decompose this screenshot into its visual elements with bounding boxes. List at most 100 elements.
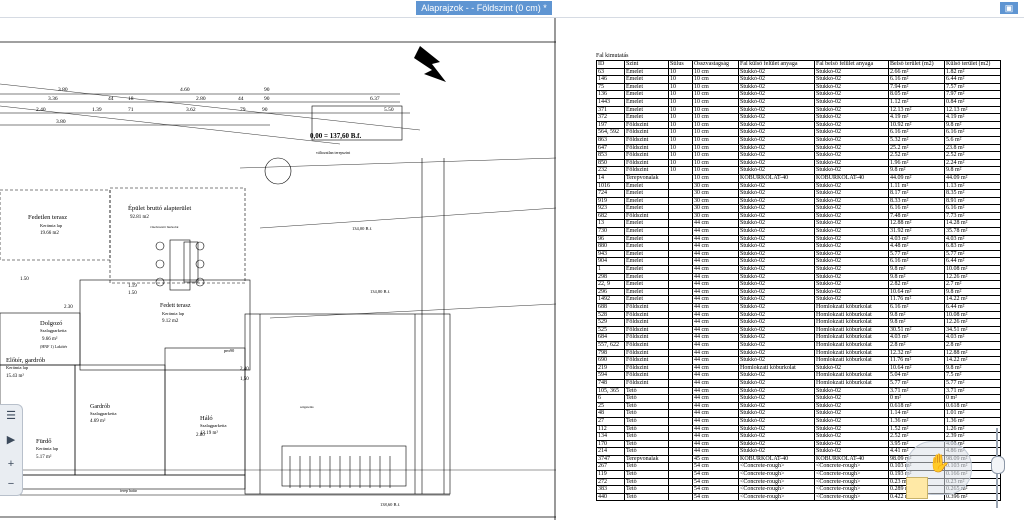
table-cell: 10 cm — [692, 82, 739, 92]
dim-label: 79 — [240, 107, 246, 113]
table-cell: 10 — [668, 158, 693, 168]
zoom-slider[interactable] — [988, 420, 1006, 514]
table-cell: Stukkó-02 — [814, 120, 889, 130]
steering-wheel[interactable]: ✋ — [906, 441, 974, 499]
dim-label: 2.80 — [196, 96, 206, 102]
table-cell: Emelet — [624, 219, 669, 229]
table-cell: 146 — [596, 75, 625, 84]
table-cell: 10 — [668, 151, 693, 160]
table-cell: 10 cm — [692, 151, 739, 160]
plan-label: (HNF 1) Lakótér — [40, 344, 68, 349]
table-cell: 112 — [596, 424, 625, 434]
table-cell: Stukkó-02 — [814, 189, 889, 198]
table-cell: Tető — [624, 477, 669, 487]
table-cell: <Concrete-rough> — [738, 492, 815, 502]
table-cell: Homlokzati kőburkolat — [814, 303, 889, 312]
table-cell: Stukkó-02 — [738, 447, 815, 456]
table-cell: Emelet — [624, 82, 669, 92]
table-cell: Tető — [624, 416, 669, 426]
table-cell: 10 — [668, 97, 693, 107]
table-cell: Stukkó-02 — [738, 189, 815, 198]
table-cell: 30 cm — [692, 189, 739, 198]
view-tab[interactable]: Alaprajzok - - Földszint (0 cm) * — [416, 1, 552, 15]
table-cell: Földszint — [624, 371, 669, 380]
table-cell: Stukkó-02 — [738, 280, 815, 289]
table-cell: 54 cm — [692, 492, 739, 502]
table-cell: Emelet — [624, 242, 669, 251]
table-cell: Homlokzati kőburkolat — [814, 318, 889, 327]
zoom-in-button[interactable]: + — [7, 458, 15, 470]
table-cell: <Concrete-rough> — [738, 462, 815, 472]
table-cell — [668, 295, 693, 304]
table-cell: 54 cm — [692, 485, 739, 494]
table-cell: 44 cm — [692, 272, 739, 282]
table-cell: KOBURKOLAT-40 — [738, 173, 815, 183]
table-cell: 45 cm — [692, 454, 739, 464]
table-cell — [668, 196, 693, 206]
table-cell: 2.8 m² — [944, 340, 1001, 350]
table-cell: Földszint — [624, 211, 669, 221]
table-cell: 5.32 m² — [888, 135, 945, 145]
table-cell: 8.35 m² — [944, 189, 1001, 198]
table-cell: Tető — [624, 394, 669, 403]
zoom-slider-handle[interactable] — [991, 456, 1005, 474]
hamburger-icon[interactable]: ☰ — [6, 410, 16, 422]
table-cell: 5.6 m² — [944, 135, 1001, 145]
table-cell: Stukkó-02 — [738, 242, 815, 251]
table-cell: 119 — [596, 470, 625, 479]
restore-icon[interactable]: ▣ — [1000, 2, 1018, 14]
table-cell: <Concrete-rough> — [814, 485, 889, 494]
table-cell: Stukkó-02 — [814, 363, 889, 373]
table-cell: Stukkó-02 — [738, 318, 815, 327]
room-area: 5.17 m² — [36, 454, 52, 460]
table-cell: Stukkó-02 — [814, 447, 889, 456]
table-cell: 682 — [596, 211, 625, 221]
table-cell: 1.36 m² — [888, 416, 945, 426]
table-cell: 6 — [596, 394, 625, 403]
table-cell: KOBURKOLAT-40 — [814, 173, 889, 183]
table-cell: 8.17 m² — [888, 189, 945, 198]
minimap-icon[interactable] — [906, 477, 928, 499]
table-cell: 525 — [596, 325, 625, 335]
table-cell — [668, 416, 693, 426]
plan-label: vízelvezető burkolat — [150, 225, 179, 229]
table-cell: 7.97 m² — [944, 90, 1001, 99]
table-cell: Stukkó-02 — [738, 227, 815, 236]
table-cell: 10 cm — [692, 135, 739, 145]
table-cell: Földszint — [624, 310, 669, 320]
table-cell: Stukkó-02 — [814, 439, 889, 449]
room-floor: Szalagparketta — [200, 423, 227, 428]
table-cell — [668, 280, 693, 289]
table-cell: 44 cm — [692, 303, 739, 312]
chevron-right-icon[interactable]: ▶ — [6, 434, 16, 446]
room-area: 13.19 m² — [200, 430, 218, 436]
table-cell: 863 — [596, 135, 625, 145]
hand-icon[interactable]: ✋ — [928, 453, 951, 473]
table-cell: Stukkó-02 — [738, 348, 815, 358]
table-cell: 232 — [596, 166, 625, 175]
table-cell: Földszint — [624, 340, 669, 350]
table-cell: Emelet — [624, 113, 669, 122]
table-cell: 6.16 m² — [888, 257, 945, 267]
table-cell: Stukkó-02 — [814, 280, 889, 289]
table-cell: 10.64 m² — [888, 287, 945, 297]
table-cell: Homlokzati kőburkolat — [814, 371, 889, 380]
plan-label: 1,50 — [240, 377, 249, 382]
table-cell: Terepvonalak — [624, 173, 669, 183]
table-cell — [668, 447, 693, 456]
table-cell: 96 — [596, 234, 625, 244]
zoom-out-button[interactable]: − — [7, 478, 15, 490]
table-cell — [668, 234, 693, 244]
table-cell — [668, 219, 693, 229]
table-cell: 12.32 m² — [888, 348, 945, 358]
